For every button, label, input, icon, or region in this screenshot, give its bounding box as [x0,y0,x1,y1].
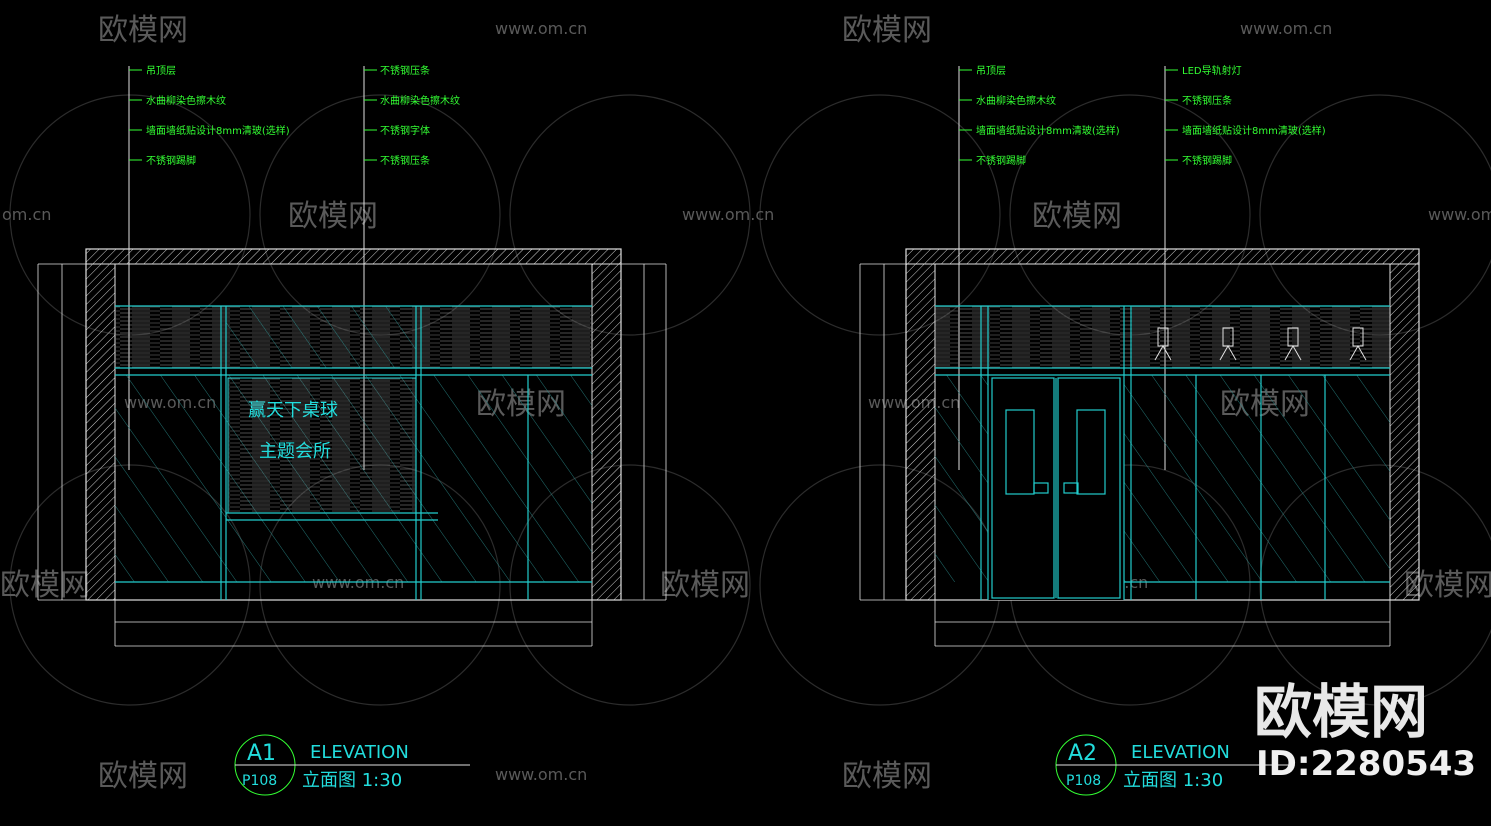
watermark-url: www.om.cn [1240,19,1332,38]
callout-label: 不锈钢压条 [1182,94,1232,107]
watermark-logo: 欧模网 [842,13,932,48]
callout-label: LED导轨射灯 [1182,64,1242,77]
callout-label: 吊顶层 [146,65,176,77]
callout-label: 墙面墙纸贴设计8mm清玻(选样) [1182,124,1326,137]
left-wall [85,263,116,601]
elevation-a2: 吊顶层 水曲柳染色擦木纹 墙面墙纸贴设计8mm清玻(选样) 不锈钢踢脚 LED导… [859,64,1420,796]
elevation-subtitle: 立面图 1:30 [302,770,402,791]
watermark-logo: 欧模网 [660,568,750,603]
watermark-url: www.om.cn [495,19,587,38]
watermark-logo: 欧模网 [0,568,90,603]
callout-label: 不锈钢踢脚 [976,154,1026,167]
watermark-logo: 欧模网 [98,759,188,794]
watermark-logo: 欧模网 [98,13,188,48]
watermark-url: www.om.cn [682,205,774,224]
watermark-logo: 欧模网 [1032,199,1122,234]
watermark-id: ID:2280543 [1256,744,1476,784]
dimension-lines [859,263,1391,647]
watermark-logo: 欧模网 [288,199,378,234]
callout-label: 吊顶层 [976,65,1006,77]
right-wall [591,263,622,601]
elevation-title: ELEVATION [1131,742,1230,763]
wood-band [935,306,1390,368]
watermark-url-partial: om.cn [2,205,51,224]
leader-ticks [129,69,377,161]
sign-text-line1: 赢天下桌球 [248,399,338,421]
elevation-subtitle: 立面图 1:30 [1123,770,1223,791]
led-track-lights [1154,327,1367,361]
tag-code: A1 [247,741,276,766]
elevation-tag-a2: A2 P108 ELEVATION 立面图 1:30 [1055,734,1290,796]
tag-code: A2 [1068,741,1097,766]
elevation-title: ELEVATION [310,742,409,763]
callout-label: 不锈钢压条 [380,64,430,77]
ceiling-slab [905,248,1420,265]
callout-label: 墙面墙纸贴设计8mm清玻(选样) [976,124,1120,137]
elevation-tag-a1: A1 P108 ELEVATION 立面图 1:30 [234,734,470,796]
callout-label: 水曲柳染色擦木纹 [380,94,460,107]
callout-label: 不锈钢踢脚 [1182,154,1232,167]
callout-label: 水曲柳染色擦木纹 [146,94,226,107]
tag-sheet: P108 [1066,773,1101,789]
right-wall [1389,263,1420,601]
left-wall [905,263,936,601]
callout-label: 墙面墙纸贴设计8mm清玻(选样) [146,124,290,137]
callout-label: 不锈钢压条 [380,154,430,167]
callout-label: 不锈钢踢脚 [146,154,196,167]
dimension-lines [37,263,667,647]
ceiling-slab [85,248,622,265]
watermark-url: www.om.cn [495,765,587,784]
elevation-a1: 吊顶层 水曲柳染色擦木纹 墙面墙纸贴设计8mm清玻(选样) 不锈钢踢脚 不锈钢压… [37,64,667,796]
leader-ticks [959,69,1178,161]
watermark-big-logo: 欧模网 [1254,678,1428,746]
tag-sheet: P108 [242,773,277,789]
sign-panel [228,378,416,513]
watermark-logo: 欧模网 [842,759,932,794]
callout-label: 不锈钢字体 [380,124,430,137]
callout-label: 水曲柳染色擦木纹 [976,94,1056,107]
watermark-url: www.om.cn [1428,205,1491,224]
sign-text-line2: 主题会所 [259,441,331,462]
